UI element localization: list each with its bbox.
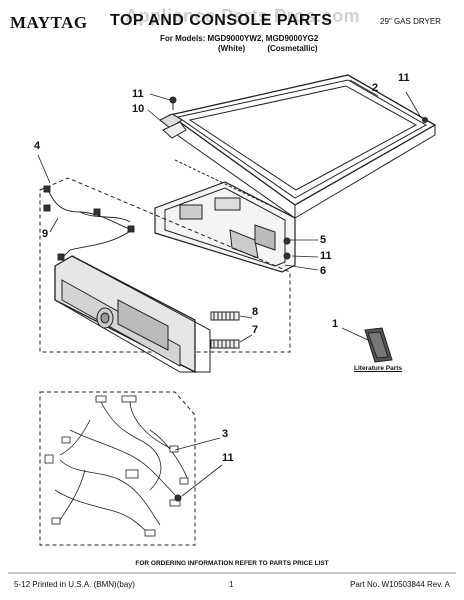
variant-cosmetallic: (Cosmetallic) — [267, 44, 318, 53]
callout-5: 5 — [320, 234, 327, 246]
literature-parts-label: Literature Parts — [354, 365, 403, 372]
variant-white: (White) — [218, 44, 246, 53]
callout-4: 4 — [34, 140, 41, 152]
product-subtitle: 29" GAS DRYER — [380, 17, 441, 26]
console-back-panel-drawing — [154, 159, 296, 273]
connector-strips-drawing — [210, 311, 240, 349]
footer-print-info: 5-12 Printed in U.S.A. (BMN)(bay) — [14, 580, 135, 589]
callout-7: 7 — [252, 324, 259, 336]
callout-11-middle: 11 — [320, 250, 332, 262]
callout-6: 6 — [320, 265, 327, 277]
footer-page-number: 1 — [229, 580, 234, 589]
leader-lines — [37, 79, 421, 497]
literature-booklet-drawing — [364, 327, 393, 363]
lower-harness-drawing — [44, 395, 189, 537]
model-variants: (White) (Cosmetallic) — [218, 44, 338, 53]
page-title: TOP AND CONSOLE PARTS — [110, 12, 333, 29]
callout-3: 3 — [222, 428, 229, 440]
hinge-bracket-drawing — [159, 96, 187, 139]
control-console-drawing — [54, 255, 211, 374]
callout-11-bottom: 11 — [222, 452, 234, 464]
ordering-note: FOR ORDERING INFORMATION REFER TO PARTS … — [135, 560, 329, 567]
footer-part-number: Part No. W10503844 Rev. A — [350, 580, 450, 589]
top-panel-drawing — [168, 74, 437, 219]
callout-9: 9 — [42, 228, 49, 240]
upper-harness-drawing — [43, 185, 135, 261]
callout-11-top-right: 11 — [398, 72, 410, 84]
callout-11-top-left: 11 — [132, 88, 144, 100]
callout-1: 1 — [332, 318, 339, 330]
model-list: For Models: MGD9000YW2, MGD9000YG2 — [160, 34, 319, 43]
watermark: Appliance Parts Pros.com — [125, 6, 361, 26]
callout-8: 8 — [252, 306, 259, 318]
brand-logo: MAYTAG — [10, 13, 88, 32]
callout-2: 2 — [372, 82, 379, 94]
callout-10: 10 — [132, 103, 145, 115]
